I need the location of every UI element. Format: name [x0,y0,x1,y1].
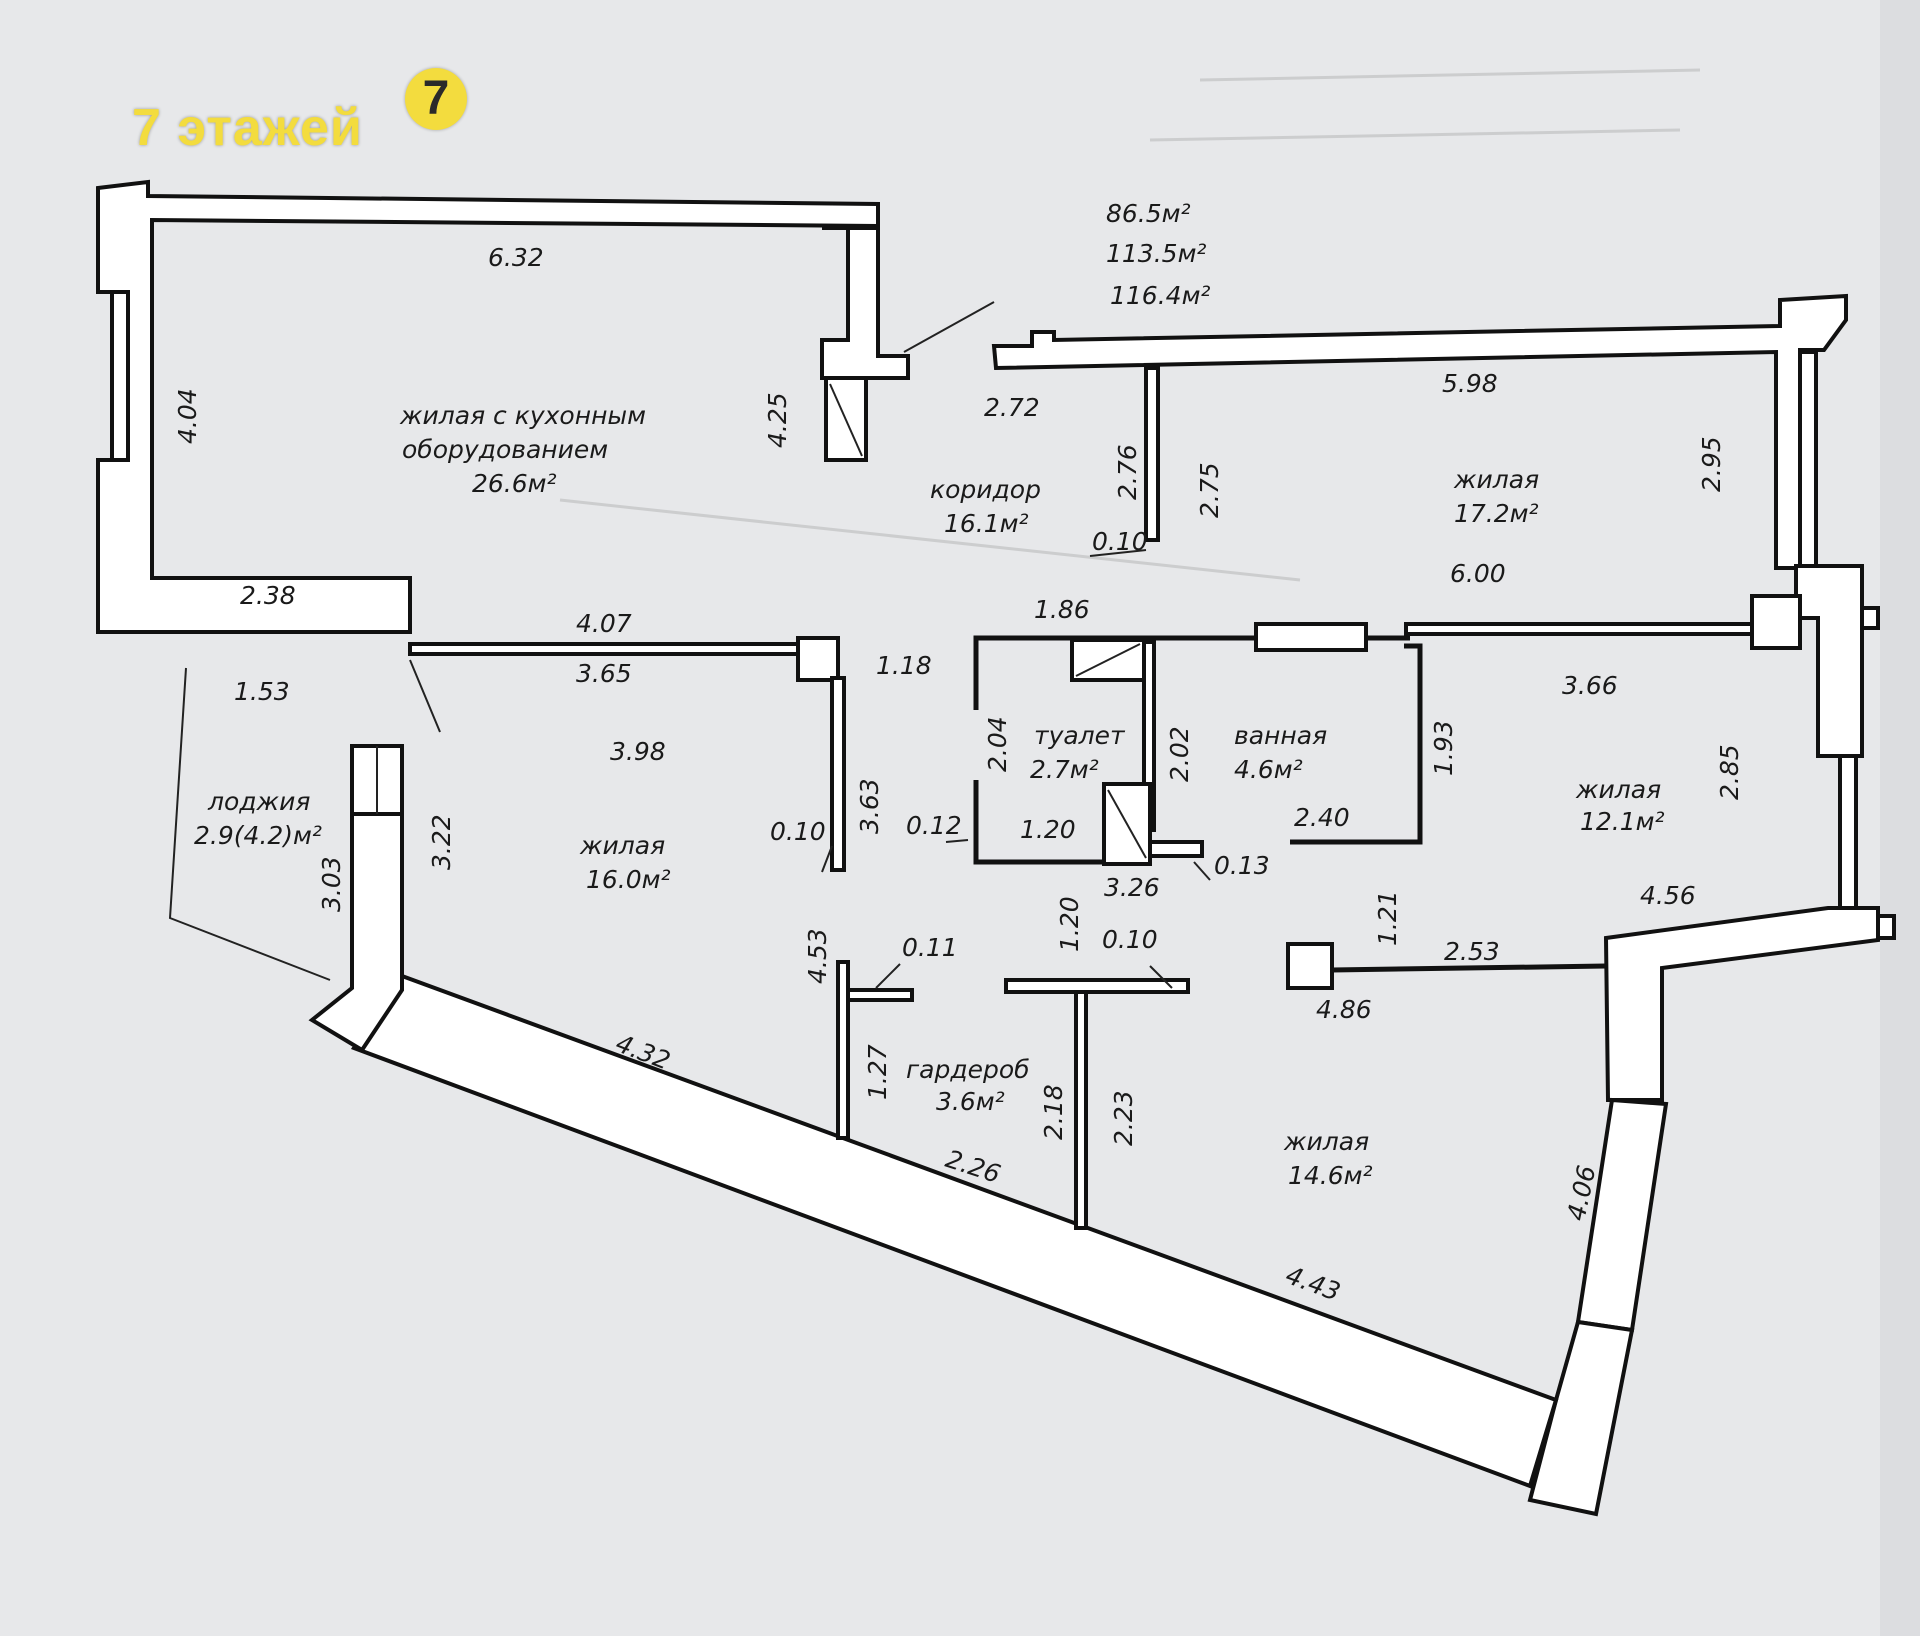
dim-3-26: 3.26 [1104,873,1160,902]
dim-0-11: 0.11 [902,933,958,962]
corridor-area: 16.1м² [944,509,1029,538]
ne-room-name: жилая [1453,465,1539,494]
paper-ghost-marks [559,68,1701,582]
dim-4-07: 4.07 [576,609,632,638]
corridor-name: коридор [930,475,1041,504]
dim-0-12: 0.12 [906,811,962,840]
dim-0-10-c: 0.10 [1102,925,1158,954]
wardrobe-area: 3.6м² [936,1087,1005,1116]
outer-walls [96,179,1896,1517]
room-labels: жилая с кухонным оборудованием 26.6м² ко… [194,401,1665,1190]
loggia-outline [168,667,331,981]
dim-0-13: 0.13 [1214,851,1270,880]
dim-4-04: 4.04 [173,388,202,444]
east-room-area: 12.1м² [1580,807,1665,836]
dim-6-00: 6.00 [1450,559,1506,588]
brand-logo-text: 7 этажей [132,99,363,157]
dim-1-20-b: 1.20 [1055,896,1084,952]
dim-2-02: 2.02 [1165,726,1194,782]
dim-4-56: 4.56 [1640,881,1696,910]
dim-2-04: 2.04 [983,716,1012,772]
brand-badge-icon: 7 [405,68,467,130]
entry-door-swing [903,301,995,353]
kitchen-window [110,290,130,462]
dim-6-32: 6.32 [488,243,544,272]
east-room-window [1838,754,1858,910]
column [796,636,840,682]
kitchen-name-2: оборудованием [402,435,608,464]
dim-2-76: 2.76 [1113,444,1142,500]
loggia-area: 2.9(4.2)м² [194,821,322,850]
interior-walls [408,366,1754,1230]
dim-2-85: 2.85 [1715,744,1744,800]
paper-edge [1880,0,1920,1636]
bath-name: ванная [1234,721,1327,750]
east-room-name: жилая [1575,775,1661,804]
loggia-name: лоджия [207,787,310,816]
dim-1-86: 1.86 [1034,595,1090,624]
ne-room-window [1798,350,1818,570]
dim-2-72: 2.72 [984,393,1040,422]
toilet-name: туалет [1034,721,1126,750]
kitchen-area: 26.6м² [472,469,557,498]
total-area-3: 116.4м² [1110,281,1210,310]
dim-4-86: 4.86 [1316,995,1372,1024]
dim-2-75: 2.75 [1195,462,1224,518]
south-room-area: 14.6м² [1288,1161,1373,1190]
dim-2-53: 2.53 [1444,937,1500,966]
center-room-area: 16.0м² [586,865,671,894]
dim-3-63: 3.63 [855,778,884,834]
brand-badge-number: 7 [422,72,450,125]
dim-4-25: 4.25 [763,392,792,448]
ne-room-area: 17.2м² [1454,499,1539,528]
wardrobe-name: гардероб [906,1055,1030,1084]
total-area-1: 86.5м² [1106,199,1191,228]
dim-3-03: 3.03 [317,856,346,912]
kitchen-name-1: жилая с кухонным [399,401,646,430]
dim-4-43: 4.43 [1282,1260,1344,1306]
center-room-name: жилая [579,831,665,860]
dim-2-40: 2.40 [1294,803,1350,832]
dim-1-93: 1.93 [1429,720,1458,776]
dim-3-65: 3.65 [576,659,632,688]
dim-0-10-a: 0.10 [1092,527,1148,556]
dim-0-10-b: 0.10 [770,817,826,846]
dim-1-18: 1.18 [876,651,932,680]
dim-3-66: 3.66 [1562,671,1618,700]
dim-1-27: 1.27 [863,1044,892,1100]
dim-1-53: 1.53 [234,677,290,706]
area-totals: 86.5м² 113.5м² 116.4м² [1106,199,1210,310]
dim-4-53: 4.53 [803,928,832,984]
toilet-area: 2.7м² [1030,755,1099,784]
south-room-name: жилая [1283,1127,1369,1156]
dim-5-98: 5.98 [1442,369,1498,398]
total-area-2: 113.5м² [1106,239,1206,268]
dim-3-22: 3.22 [427,814,456,870]
dim-1-21: 1.21 [1373,890,1402,946]
dim-2-23: 2.23 [1109,1090,1138,1146]
dim-3-98: 3.98 [610,737,666,766]
dim-2-18: 2.18 [1039,1084,1068,1140]
dim-1-20-a: 1.20 [1020,815,1076,844]
dim-2-38: 2.38 [240,581,296,610]
dim-2-95: 2.95 [1697,436,1726,492]
bath-area: 4.6м² [1234,755,1303,784]
